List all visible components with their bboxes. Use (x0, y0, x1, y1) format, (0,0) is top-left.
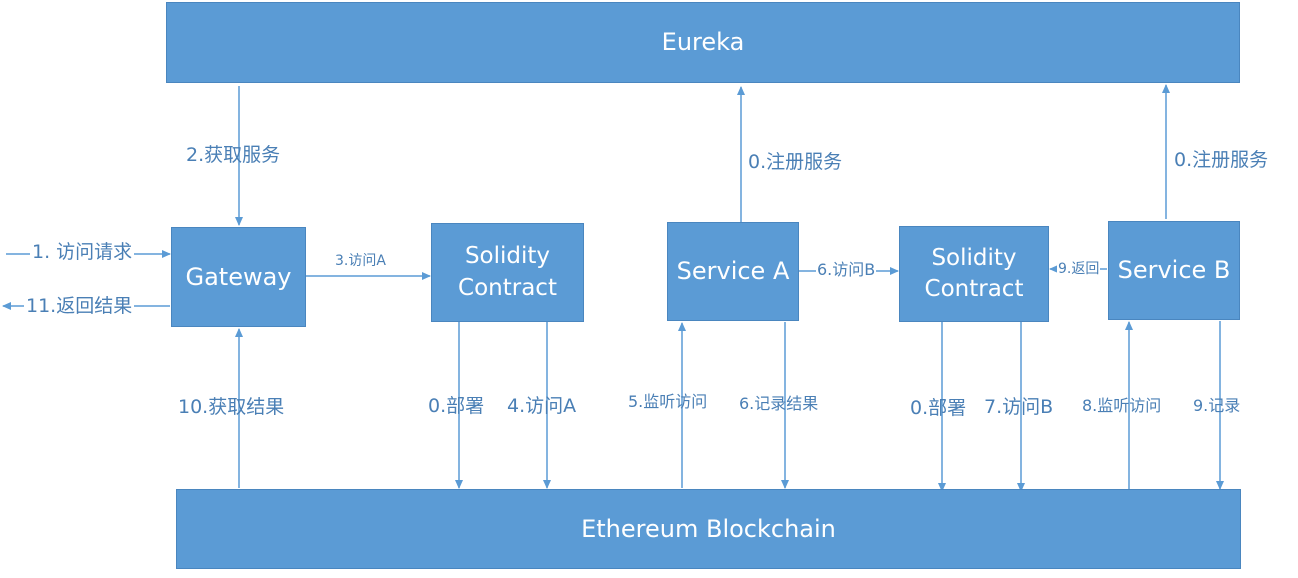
label-listen-access-b: 8.监听访问 (1082, 396, 1162, 415)
ethereum-blockchain-box: Ethereum Blockchain (176, 489, 1241, 569)
solidity-contract-a-box: Solidity Contract (431, 223, 584, 322)
label-deploy-b: 0.部署 (910, 397, 967, 419)
label-return-9: 9.返回 (1057, 261, 1101, 277)
service-a-box: Service A (667, 222, 799, 321)
label-access-b-chain: 7.访问B (984, 396, 1054, 418)
label-record-result: 6.记录结果 (739, 394, 819, 413)
label-register-service-b: 0.注册服务 (1174, 149, 1269, 171)
service-b-box: Service B (1108, 221, 1240, 320)
label-record: 9.记录 (1193, 396, 1241, 415)
label-get-service: 2.获取服务 (186, 144, 281, 166)
label-register-service-a: 0.注册服务 (748, 151, 843, 173)
label-access-b-service-a: 6.访问B (816, 260, 877, 279)
solidity-contract-b-box: Solidity Contract (899, 226, 1049, 322)
label-access-a-chain: 4.访问A (507, 395, 577, 417)
label-deploy-a: 0.部署 (428, 395, 485, 417)
label-access-request: 1. 访问请求 (30, 241, 135, 263)
label-get-result: 10.获取结果 (178, 396, 285, 418)
gateway-box: Gateway (171, 227, 306, 327)
label-access-a-gateway: 3.访问A (335, 253, 386, 269)
eureka-box: Eureka (166, 2, 1240, 83)
label-return-result: 11.返回结果 (24, 295, 135, 317)
label-listen-access-a: 5.监听访问 (628, 392, 708, 411)
